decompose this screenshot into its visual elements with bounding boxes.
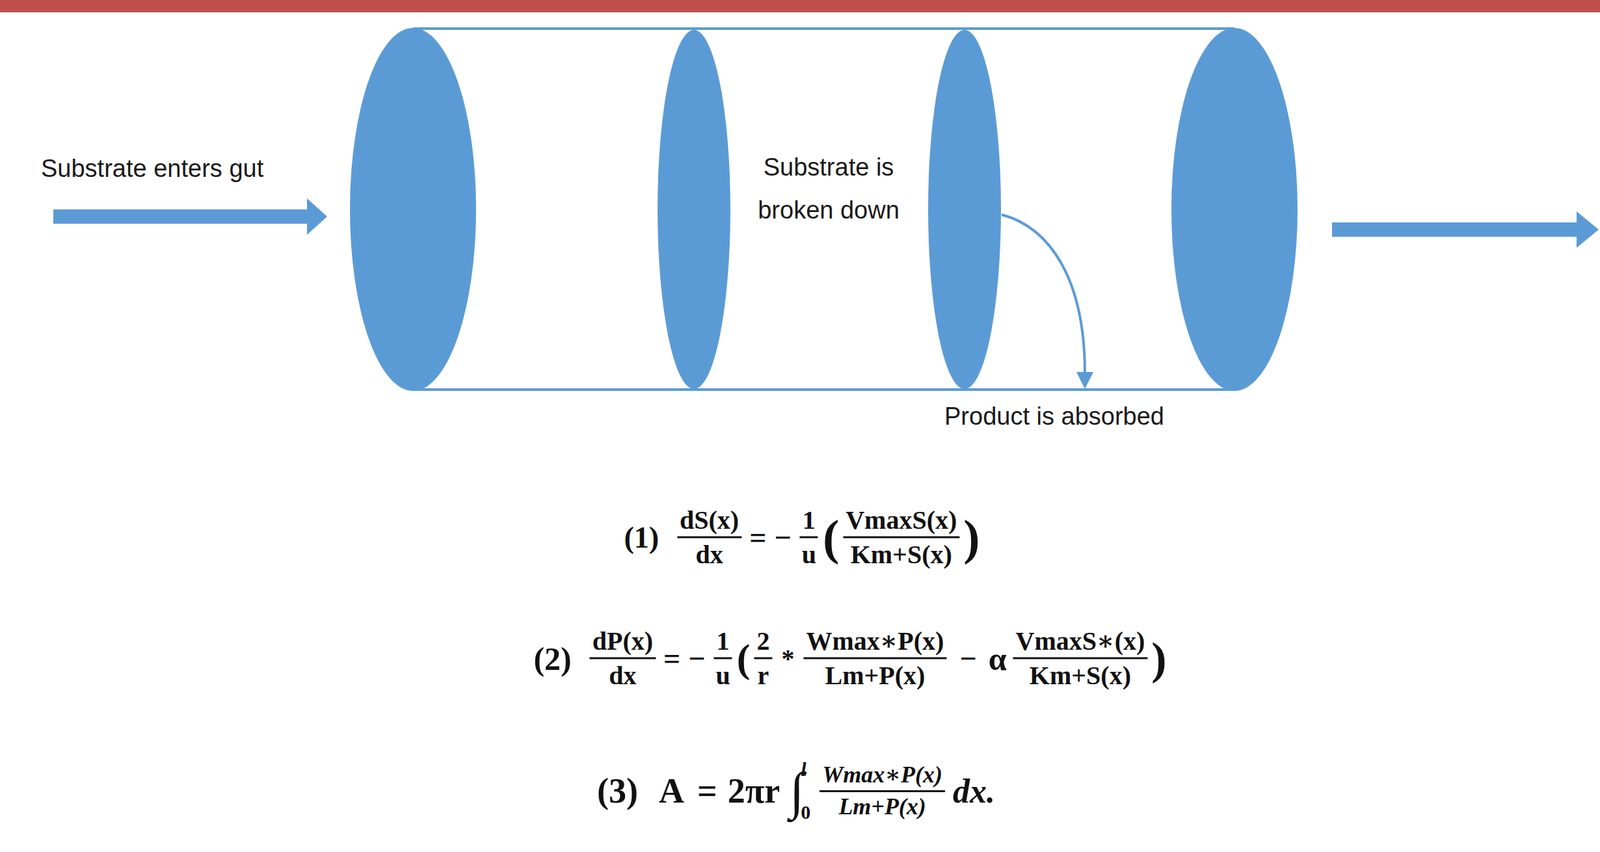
denominator: Lm+P(x) <box>822 659 928 691</box>
outflow-arrow <box>1332 211 1599 248</box>
text-label: Substrate enters gut <box>40 147 264 190</box>
denominator: Lm+P(x) <box>835 792 929 821</box>
equation-symbol: A <box>658 770 685 812</box>
equation-symbol: * <box>781 643 795 674</box>
gut-wall <box>413 388 1235 391</box>
equation-symbol: = <box>663 641 681 676</box>
equation: (1)dS(x)dx=−1u(VmaxS(x)Km+S(x)) <box>609 505 980 570</box>
equation: (3)A=2πr∫l0Wmax∗P(x)Lm+P(x)dx. <box>582 759 1000 823</box>
equation-symbol: ) <box>1151 632 1167 685</box>
gut-section <box>657 29 731 389</box>
numerator: 2 <box>753 626 773 660</box>
fraction: VmaxS∗(x)Km+S(x) <box>1013 626 1148 691</box>
numerator: 1 <box>714 626 733 660</box>
text-label: Product is absorbed <box>944 395 1165 438</box>
lower-limit: 0 <box>800 802 811 823</box>
top-bar <box>0 0 1600 13</box>
gut-wall <box>413 27 1235 30</box>
equation-symbol: − <box>688 641 706 676</box>
fraction: dS(x)dx <box>677 505 742 570</box>
numerator: 1 <box>800 505 819 539</box>
equation: (2)dP(x)dx=−1u(2r*Wmax∗P(x)Lm+P(x)−αVmax… <box>519 626 1167 691</box>
denominator: Km+S(x) <box>1026 659 1134 691</box>
integral-limits: l0 <box>800 759 811 823</box>
denominator: u <box>799 538 819 570</box>
fraction: Wmax∗P(x)Lm+P(x) <box>803 626 947 691</box>
fraction: Wmax∗P(x)Lm+P(x) <box>819 761 946 821</box>
absorption-arrowhead <box>1076 372 1094 389</box>
numerator: dS(x) <box>677 505 742 539</box>
equation-symbol: ) <box>963 509 980 566</box>
equation-symbol: − <box>959 641 977 676</box>
equation-symbol: = <box>697 770 718 812</box>
gut-section <box>349 27 477 391</box>
equation-symbol: (2) <box>533 639 572 678</box>
numerator: dP(x) <box>589 626 656 660</box>
equation-symbol: = <box>749 520 767 555</box>
equation-symbol: ( <box>822 509 840 566</box>
numerator: VmaxS(x) <box>842 505 960 539</box>
numerator: Wmax∗P(x) <box>819 761 946 792</box>
equation-symbol: (1) <box>623 520 659 555</box>
upper-limit: l <box>800 759 811 780</box>
gut-section <box>1171 27 1298 391</box>
denominator: r <box>755 659 773 691</box>
denominator: u <box>712 659 733 691</box>
equation-symbol: dx. <box>952 772 996 811</box>
equation-symbol: (3) <box>597 770 639 812</box>
fraction: 1u <box>712 626 733 691</box>
fraction: 2r <box>753 626 773 691</box>
numerator: VmaxS∗(x) <box>1013 626 1148 660</box>
equation-symbol: α <box>988 639 1007 678</box>
inflow-arrow <box>53 198 328 235</box>
denominator: dx <box>692 538 726 570</box>
denominator: Km+S(x) <box>848 538 955 570</box>
text-label: Substrate is broken down <box>731 145 927 232</box>
fraction: 1u <box>799 505 819 570</box>
fraction: VmaxS(x)Km+S(x) <box>842 505 960 570</box>
absorption-arrow <box>1001 214 1085 374</box>
equation-symbol: − <box>773 520 791 555</box>
denominator: dx <box>606 659 639 691</box>
numerator: Wmax∗P(x) <box>803 626 947 660</box>
gut-section <box>928 29 1001 389</box>
fraction: dP(x)dx <box>589 626 656 691</box>
equation-symbol: 2πr <box>727 770 781 812</box>
equation-symbol: ( <box>736 635 751 682</box>
